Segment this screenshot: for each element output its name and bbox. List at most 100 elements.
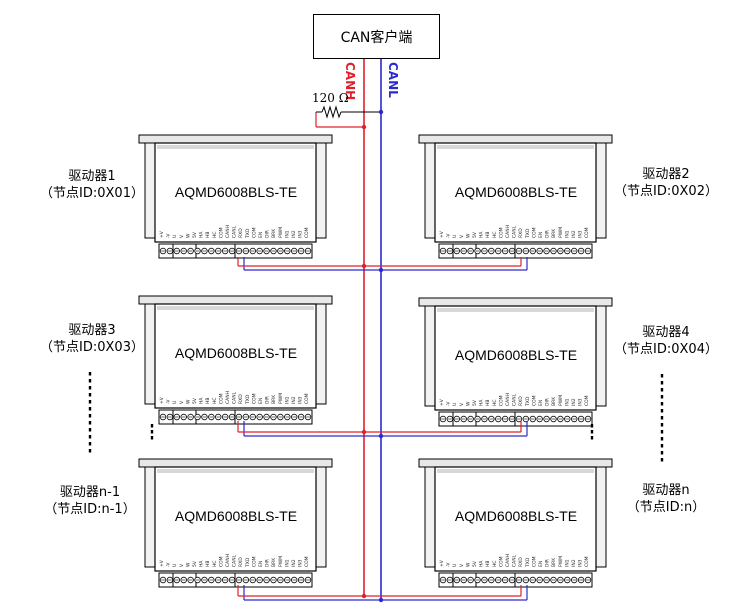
pin-label: 5V bbox=[192, 560, 198, 567]
pin-label: HB bbox=[205, 232, 211, 238]
pin-label: V bbox=[459, 563, 465, 567]
pin-label: HB bbox=[205, 561, 211, 567]
pin-label: EN bbox=[538, 232, 544, 238]
pin-label: 5V bbox=[472, 560, 478, 567]
ellipsis-dot bbox=[88, 421, 92, 425]
pin-label: V bbox=[459, 234, 465, 238]
ellipsis-dot bbox=[88, 414, 92, 418]
pin-label: IN1 bbox=[564, 398, 570, 406]
pin-label: HB bbox=[205, 398, 211, 404]
ellipsis-dot bbox=[88, 400, 92, 404]
pin-label: +V bbox=[439, 559, 445, 567]
pin-label: COM bbox=[218, 556, 224, 567]
terminator-label: 120 Ω bbox=[312, 91, 349, 105]
pin-label: TXD bbox=[245, 394, 251, 405]
pin-label: COM bbox=[304, 393, 310, 404]
ellipsis-dot bbox=[660, 451, 664, 455]
pin-label: PWM bbox=[278, 556, 284, 567]
pin-label: W bbox=[465, 233, 471, 238]
driver-1-model: AQMD6008BLS-TE bbox=[174, 184, 298, 200]
pin-label: DIR bbox=[545, 559, 551, 567]
pin-label: -V bbox=[166, 233, 172, 238]
ellipsis-dot bbox=[660, 409, 664, 413]
junction-dot bbox=[361, 429, 367, 435]
pin-label: DIR bbox=[545, 230, 551, 238]
driver-node-id: （节点ID:0X01） bbox=[40, 186, 144, 201]
pin-label: COM bbox=[498, 227, 504, 238]
driver-flange bbox=[138, 134, 333, 144]
junction-dot bbox=[361, 124, 367, 130]
driver-node-id: （节点ID:n-1） bbox=[44, 502, 136, 517]
ellipsis-dot bbox=[590, 430, 594, 434]
driver-body bbox=[154, 303, 317, 409]
pin-label: IN3 bbox=[298, 559, 304, 567]
pin-label: DIR bbox=[265, 396, 271, 404]
pin-label: EN bbox=[538, 400, 544, 406]
pin-label: HC bbox=[212, 397, 218, 404]
ellipsis-dot bbox=[150, 424, 154, 428]
pin-label: -V bbox=[446, 233, 452, 238]
pin-label: W bbox=[465, 401, 471, 406]
driver-name: 驱动器n-1 bbox=[59, 485, 121, 500]
ellipsis-dot bbox=[88, 372, 92, 376]
pin-label: IN1 bbox=[564, 230, 570, 238]
ellipsis-dot bbox=[88, 393, 92, 397]
pin-label: COM bbox=[251, 556, 257, 567]
driver-n-model: AQMD6008BLS-TE bbox=[454, 508, 578, 524]
driver-node-id: （节点ID:n） bbox=[626, 500, 706, 515]
pin-label: -V bbox=[446, 401, 452, 406]
pin-label: COM bbox=[251, 393, 257, 404]
pin-label: COM bbox=[531, 227, 537, 238]
driver-body bbox=[154, 466, 317, 572]
pin-label: IN3 bbox=[578, 230, 584, 238]
driver-3-label: 驱动器3 （节点ID:0X03） bbox=[32, 322, 152, 356]
pin-label: V bbox=[459, 402, 465, 406]
pin-label: W bbox=[465, 562, 471, 567]
pin-label: IN2 bbox=[571, 230, 577, 238]
driver-shade bbox=[157, 306, 314, 310]
pin-label: RXD bbox=[238, 228, 244, 238]
pin-label: BRK bbox=[271, 557, 277, 567]
pin-label: W bbox=[185, 233, 191, 238]
pin-label: DIR bbox=[545, 398, 551, 406]
pin-label: BRK bbox=[551, 228, 557, 238]
ellipsis-dot bbox=[88, 435, 92, 439]
pin-label: HC bbox=[212, 560, 218, 567]
pin-label: IN1 bbox=[284, 559, 290, 567]
driver-body bbox=[434, 466, 597, 572]
pin-label: +V bbox=[159, 230, 165, 238]
terminator-resistor bbox=[321, 105, 342, 119]
pin-label: 5V bbox=[472, 399, 478, 406]
pin-label: IN3 bbox=[298, 396, 304, 404]
junction-dot bbox=[361, 593, 367, 599]
driver-node-id: （节点ID:0X03） bbox=[40, 340, 144, 355]
pin-label: +V bbox=[439, 398, 445, 406]
driver-body bbox=[434, 142, 597, 243]
pin-label: -V bbox=[166, 399, 172, 404]
driver-node-id: （节点ID:0X02） bbox=[614, 184, 718, 199]
junction-dot bbox=[378, 267, 384, 273]
driver-4-model: AQMD6008BLS-TE bbox=[454, 347, 578, 363]
pin-label: -V bbox=[166, 562, 172, 567]
driver-body bbox=[154, 142, 317, 243]
ellipsis-dot bbox=[88, 442, 92, 446]
driver-flange bbox=[418, 297, 613, 307]
pin-label: 5V bbox=[472, 231, 478, 238]
pin-label: W bbox=[185, 562, 191, 567]
ellipsis-dot bbox=[660, 416, 664, 420]
pin-label: COM bbox=[531, 395, 537, 406]
pin-label: EN bbox=[258, 232, 264, 238]
pin-label: HA bbox=[199, 397, 205, 404]
junction-dot bbox=[378, 597, 384, 603]
ellipsis-dot bbox=[88, 428, 92, 432]
pin-label: CANH bbox=[505, 225, 511, 238]
ellipsis-dot bbox=[88, 449, 92, 453]
canl-label: CANL bbox=[386, 62, 400, 98]
pin-label: BRK bbox=[271, 394, 277, 404]
